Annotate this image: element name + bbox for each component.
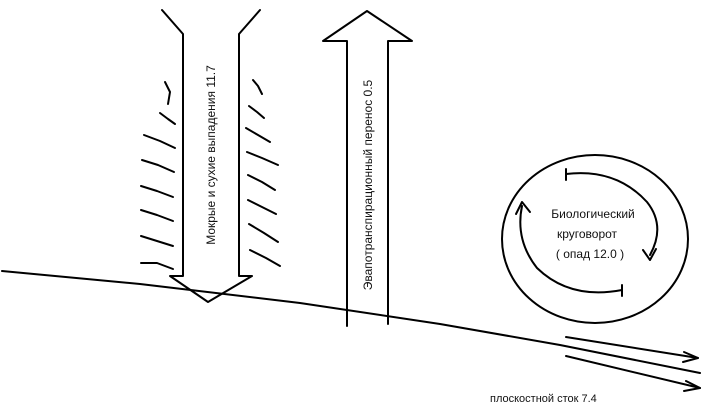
cycle-arrowhead-left: [515, 201, 531, 215]
runoff-arrowhead-lower: [683, 380, 701, 392]
runoff-arrow-upper: [565, 336, 699, 359]
cycle-arrowhead-right: [642, 248, 657, 261]
runoff-arrows: [565, 336, 701, 392]
runoff-arrowhead-upper: [682, 351, 699, 363]
cycle-label-line1: Биологический: [551, 207, 634, 221]
evapotranspiration-label: Эвапотранспирационный перенос 0.5: [361, 79, 375, 290]
deposition-label: Мокрые и сухие выпадения 11.7: [204, 65, 218, 245]
rain-hatching-right: [245, 79, 281, 267]
ground-slope-line: [1, 270, 701, 374]
biological-cycle-circle: [501, 154, 689, 324]
cycle-arrow-top: [565, 172, 659, 256]
cycle-label-line2: круговорот: [557, 227, 618, 241]
cycle-arrow-bottom: [519, 205, 623, 294]
evapotranspiration-arrow: [322, 10, 413, 327]
rain-hatching-left: [140, 81, 176, 270]
runoff-arrow-lower: [565, 355, 701, 389]
cycle-label-line3: ( опад 12.0 ): [556, 247, 624, 261]
deposition-arrow: [161, 9, 261, 303]
runoff-label: плоскостной сток 7.4: [490, 393, 597, 405]
